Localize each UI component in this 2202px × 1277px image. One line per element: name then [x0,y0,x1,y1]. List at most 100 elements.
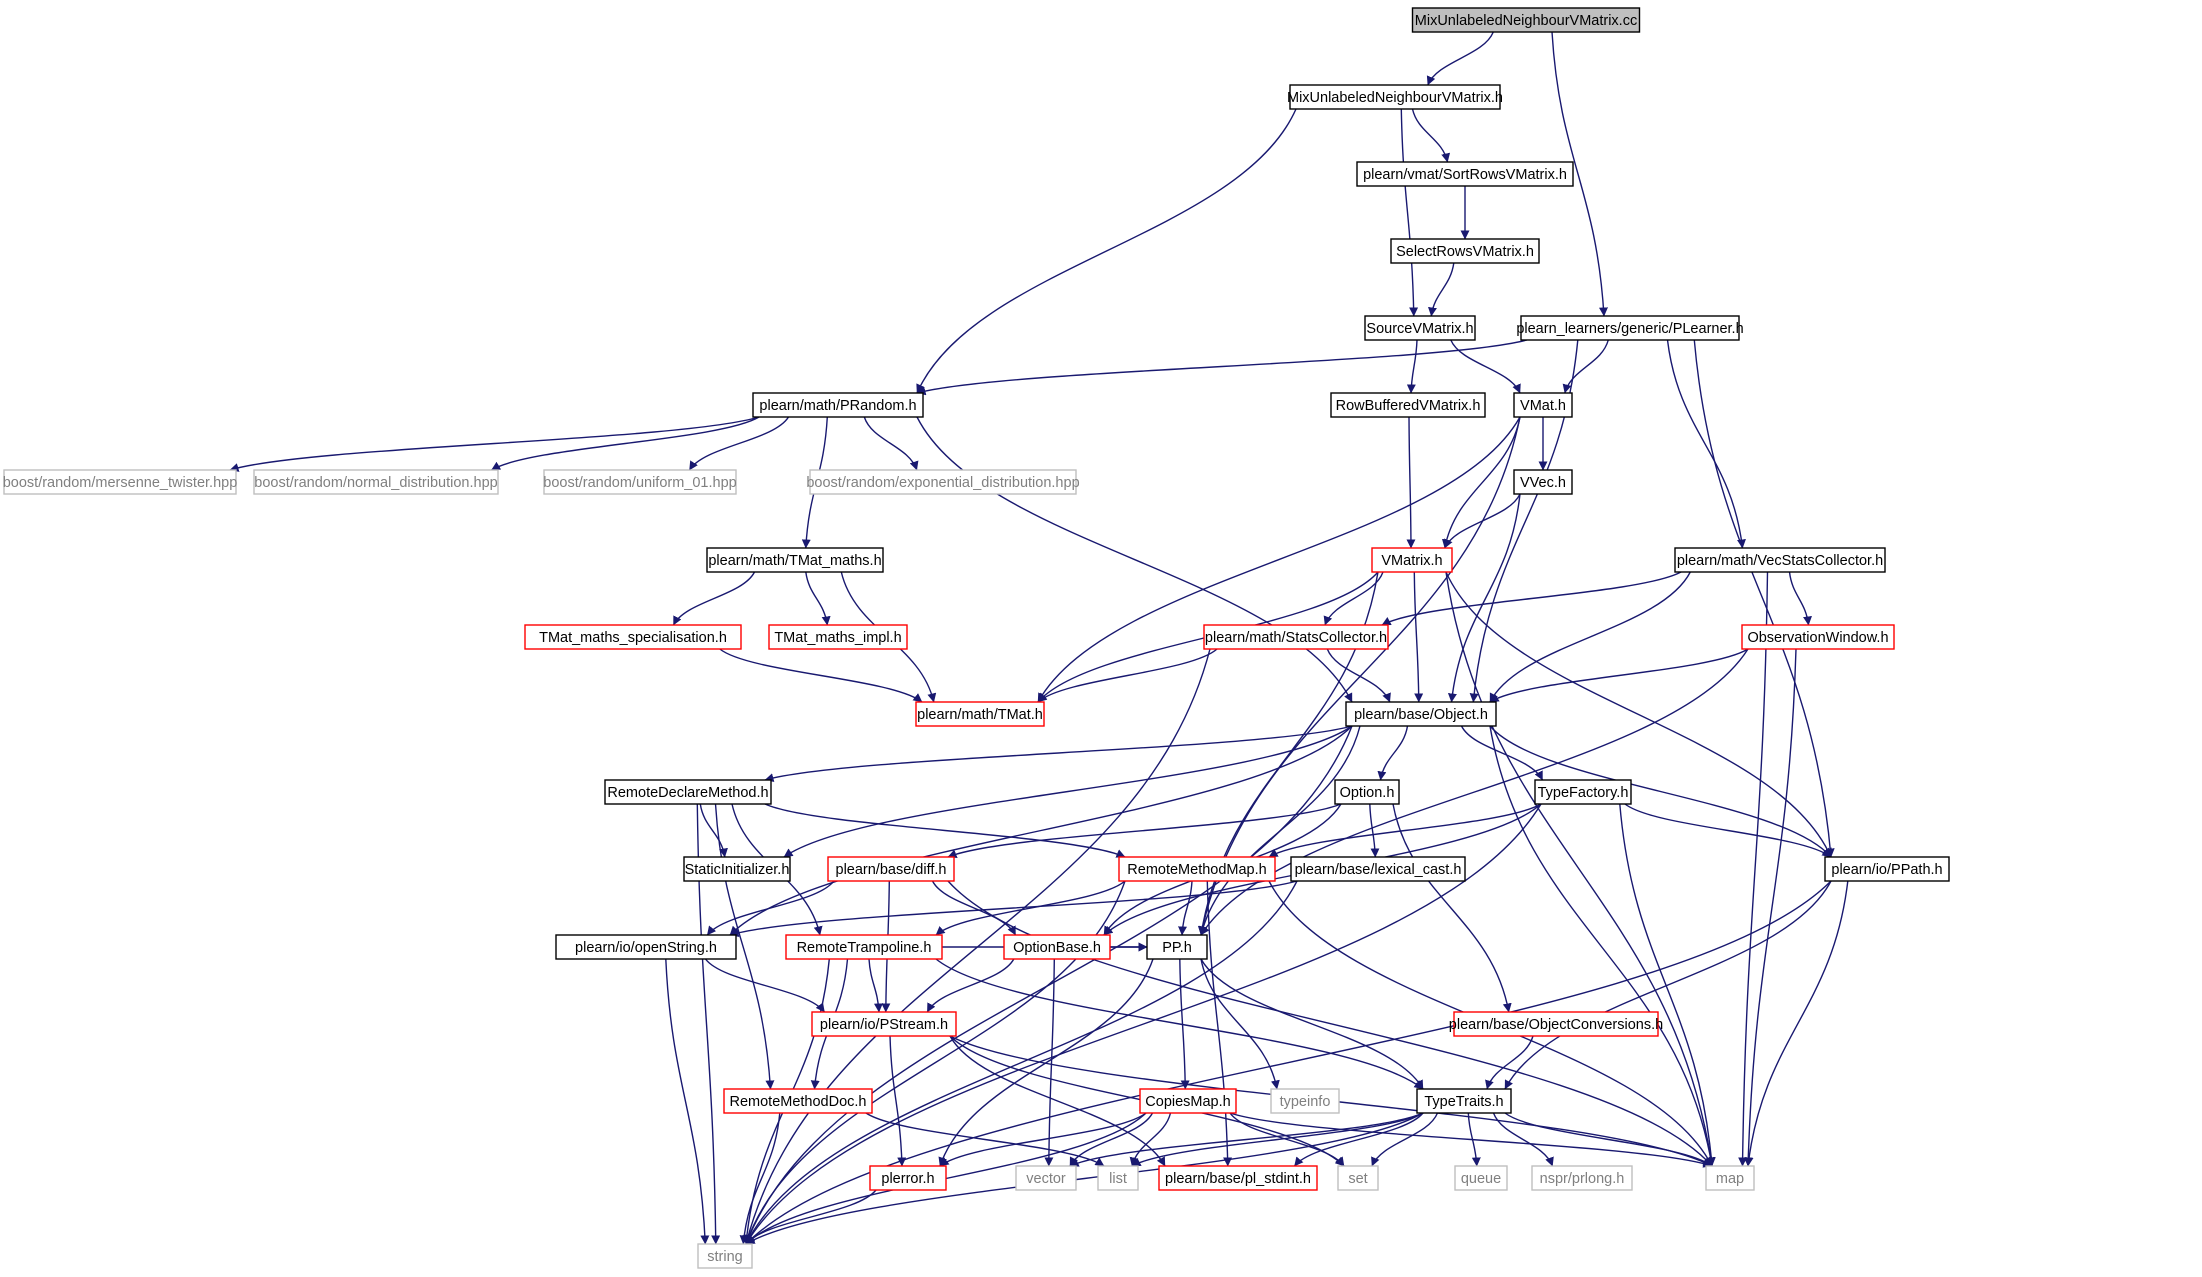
node-box-statscol [1203,624,1389,650]
node-label-queue: queue [1461,1171,1501,1187]
edge-vmat-to-vmatrix [1441,416,1521,549]
edge-remotedoc-to-string [739,1112,781,1245]
edge-plerror-to-string [745,1189,877,1245]
edge-vmatrix-to-statscol [1323,571,1384,626]
edge-prandom-to-expo [863,416,919,471]
node-label-staticinit: StaticInitializer.h [685,862,790,878]
node-sortrows[interactable]: plearn/vmat/SortRowsVMatrix.h [1356,161,1574,187]
node-source[interactable]: SourceVMatrix.h [1364,315,1476,341]
node-optionbase[interactable]: OptionBase.h [1003,934,1111,960]
node-tmspec[interactable]: TMat_maths_specialisation.h [524,624,742,650]
edge-pp-to-typetraits [1200,958,1424,1090]
node-label-source: SourceVMatrix.h [1366,321,1473,337]
edge-statscol-to-tmat [1037,648,1218,703]
node-box-uniform [543,469,737,495]
node-label-vecstats: plearn/math/VecStatsCollector.h [1677,553,1883,569]
edge-openstring-to-string [665,958,710,1245]
node-staticinit[interactable]: StaticInitializer.h [683,856,791,882]
node-box-option [1334,779,1400,805]
node-label-obswin: ObservationWindow.h [1747,630,1888,646]
node-label-expo: boost/random/exponential_distribution.hp… [806,475,1079,491]
node-object[interactable]: plearn/base/Object.h [1345,701,1497,727]
edge-typetraits-to-list [1131,1112,1424,1167]
edge-lexcast-to-string [745,880,1298,1245]
edge-diff-to-openstring [706,880,835,936]
edge-vmatrix-to-map [1445,571,1716,1167]
node-root[interactable]: MixUnlabeledNeighbourVMatrix.cc [1411,7,1641,33]
edge-ppath-to-typetraits [1504,880,1832,1090]
node-box-remotetramp [785,934,943,960]
node-selectrows[interactable]: SelectRowsVMatrix.h [1390,238,1540,264]
node-openstring[interactable]: plearn/io/openString.h [555,934,737,960]
node-label-typefactory: TypeFactory.h [1538,785,1629,801]
node-box-object [1345,701,1497,727]
edge-tmatmaths-to-tmspec [672,571,756,626]
node-copiesmap[interactable]: CopiesMap.h [1139,1088,1237,1114]
node-muh[interactable]: MixUnlabeledNeighbourVMatrix.h [1287,84,1503,110]
node-label-rowbuf: RowBufferedVMatrix.h [1336,398,1481,414]
node-box-vector [1015,1165,1077,1191]
edge-diff-to-map [947,880,1713,1167]
node-label-root: MixUnlabeledNeighbourVMatrix.cc [1415,13,1637,29]
node-plerror[interactable]: plerror.h [869,1165,947,1191]
node-box-openstring [555,934,737,960]
node-tmatmaths[interactable]: plearn/math/TMat_maths.h [706,547,884,573]
node-tmimpl[interactable]: TMat_maths_impl.h [768,624,908,650]
edge-remotemap-to-stdint [1206,880,1233,1167]
node-plearner[interactable]: plearn_learners/generic/PLearner.h [1516,315,1744,341]
node-typetraits[interactable]: TypeTraits.h [1416,1088,1512,1114]
node-label-tmimpl: TMat_maths_impl.h [774,630,901,646]
edge-object-to-remotedecl [764,725,1353,783]
node-label-remotedecl: RemoteDeclareMethod.h [607,785,768,801]
node-box-tmat [915,701,1045,727]
node-box-obswin [1741,624,1895,650]
edge-vmatrix-to-ppath [1445,571,1832,858]
node-box-root [1411,7,1641,33]
node-option[interactable]: Option.h [1334,779,1400,805]
node-pstream[interactable]: plearn/io/PStream.h [811,1011,957,1037]
node-box-tmimpl [768,624,908,650]
node-stdint[interactable]: plearn/base/pl_stdint.h [1158,1165,1318,1191]
node-remotedoc[interactable]: RemoteMethodDoc.h [723,1088,873,1114]
edge-pstream-to-plerror [889,1035,907,1167]
node-label-vector: vector [1026,1171,1066,1187]
node-lexcast[interactable]: plearn/base/lexical_cast.h [1290,856,1466,882]
node-label-statscol: plearn/math/StatsCollector.h [1205,630,1387,646]
node-ppath[interactable]: plearn/io/PPath.h [1824,856,1950,882]
node-objconv[interactable]: plearn/base/ObjectConversions.h [1449,1011,1663,1037]
node-box-expo [809,469,1077,495]
node-box-set [1337,1165,1379,1191]
node-pp[interactable]: PP.h [1146,934,1208,960]
node-diff[interactable]: plearn/base/diff.h [827,856,955,882]
node-label-set: set [1348,1171,1367,1187]
node-tmat[interactable]: plearn/math/TMat.h [915,701,1045,727]
node-label-typetraits: TypeTraits.h [1424,1094,1503,1110]
node-vvec[interactable]: VVec.h [1513,469,1573,495]
node-label-pstream: plearn/io/PStream.h [820,1017,948,1033]
node-box-pstream [811,1011,957,1037]
edge-obswin-to-pp [1200,648,1749,936]
edge-root-to-muh [1426,31,1494,86]
edge-object-to-map [1489,725,1716,1167]
node-obswin[interactable]: ObservationWindow.h [1741,624,1895,650]
node-box-diff [827,856,955,882]
edge-typetraits-to-string [745,1112,1424,1245]
node-box-ppath [1824,856,1950,882]
node-rowbuf[interactable]: RowBufferedVMatrix.h [1330,392,1486,418]
edge-openstring-to-pstream [704,958,826,1013]
node-vmatrix[interactable]: VMatrix.h [1371,547,1453,573]
node-vecstats[interactable]: plearn/math/VecStatsCollector.h [1674,547,1886,573]
node-remotedecl[interactable]: RemoteDeclareMethod.h [604,779,772,805]
node-remotemap[interactable]: RemoteMethodMap.h [1118,856,1276,882]
node-vmat[interactable]: VMat.h [1513,392,1573,418]
node-typefactory[interactable]: TypeFactory.h [1534,779,1632,805]
node-prandom[interactable]: plearn/math/PRandom.h [752,392,924,418]
edge-statscol-to-object [1326,648,1391,703]
node-remotetramp[interactable]: RemoteTrampoline.h [785,934,943,960]
edge-remotetramp-to-typetraits [935,958,1424,1090]
edge-optionbase-to-pstream [926,958,1015,1013]
node-label-tmspec: TMat_maths_specialisation.h [539,630,727,646]
node-statscol[interactable]: plearn/math/StatsCollector.h [1203,624,1389,650]
node-label-tmatmaths: plearn/math/TMat_maths.h [708,553,881,569]
node-label-remotemap: RemoteMethodMap.h [1127,862,1266,878]
